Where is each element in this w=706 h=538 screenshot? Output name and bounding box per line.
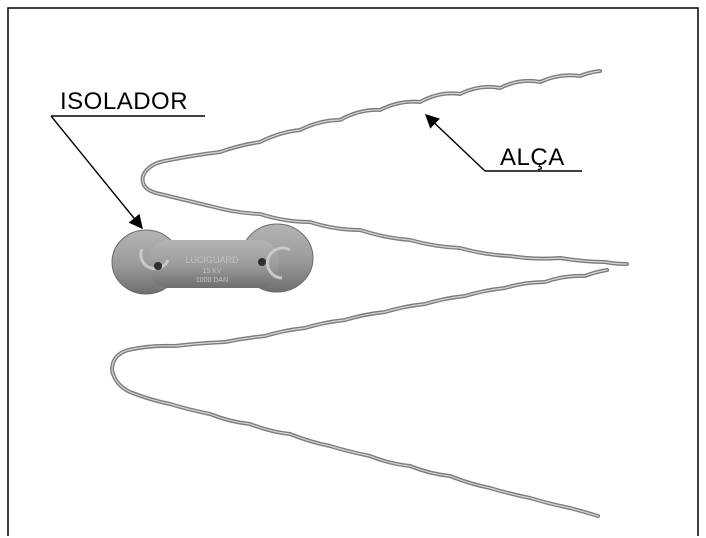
insulator-marking-line2: 15 KV [202,268,221,275]
isolador-leader [51,116,205,228]
label-alca: ALÇA [500,144,565,172]
insulator-marking-line3: 1000 DAN [196,277,228,284]
insulator-right-hole-icon [258,258,266,266]
label-isolador: ISOLADOR [60,88,188,116]
insulator-left-hole-icon [154,262,162,270]
preformed-loop-lower [112,270,607,516]
insulator-marking-line1: LUCIGUARD [185,255,239,265]
insulator: LUCIGUARD 15 KV 1000 DAN [112,224,313,294]
